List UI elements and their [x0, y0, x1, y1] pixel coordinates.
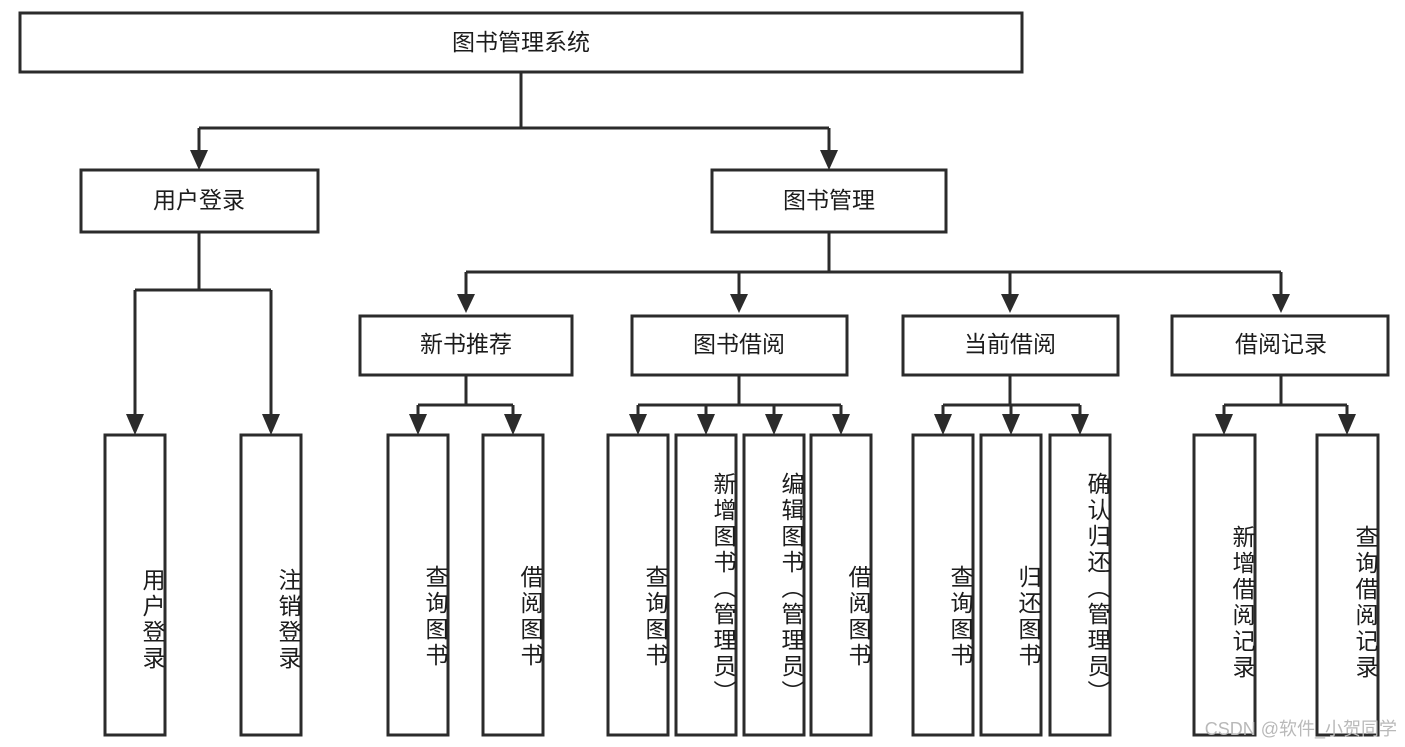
node-borrow-record-label: 借阅记录 [1235, 331, 1327, 357]
leaf-box-borrowrecord-2[interactable] [1315, 433, 1380, 737]
node-book-borrow-box[interactable] [630, 314, 849, 377]
node-book-manage-label: 图书管理 [783, 187, 875, 213]
arrowhead-bookborrow-leaf-1 [629, 414, 647, 435]
arrowhead-borrow-record [1272, 294, 1290, 313]
node-new-book-recommend-label: 新书推荐 [420, 331, 512, 357]
node-new-book-recommend[interactable]: 新书推荐 [358, 314, 574, 377]
arrowhead-leaf-user-login-2 [262, 414, 280, 435]
arrowhead-book-borrow [730, 294, 748, 313]
node-root[interactable]: 图书管理系统 [18, 11, 1024, 74]
node-book-manage-box[interactable] [710, 168, 948, 234]
node-root-box[interactable] [18, 11, 1024, 74]
arrowhead-new-book [457, 294, 475, 313]
node-book-manage[interactable]: 图书管理 [710, 168, 948, 234]
leaf-box-bookborrow-2[interactable] [674, 433, 738, 737]
arrowhead-currentborrow-leaf-3 [1071, 414, 1089, 435]
arrowhead-current-borrow [1001, 294, 1019, 313]
node-user-login-label: 用户登录 [153, 187, 245, 213]
leaf-box-bookborrow-1[interactable] [606, 433, 670, 737]
node-current-borrow[interactable]: 当前借阅 [901, 314, 1120, 377]
watermark-text: CSDN @软件_小贺同学 [1204, 719, 1397, 739]
leaf-box-currentborrow-3[interactable] [1048, 433, 1112, 737]
arrowhead-bookborrow-leaf-3 [765, 414, 783, 435]
node-root-label: 图书管理系统 [452, 29, 590, 55]
node-book-borrow-label: 图书借阅 [693, 331, 785, 357]
arrowhead-bookborrow-leaf-4 [832, 414, 850, 435]
leaf-box-newbook-2[interactable] [481, 433, 545, 737]
arrowhead-bookborrow-leaf-2 [697, 414, 715, 435]
node-current-borrow-label: 当前借阅 [964, 331, 1056, 357]
node-borrow-record[interactable]: 借阅记录 [1170, 314, 1390, 377]
node-user-login-box[interactable] [79, 168, 320, 234]
node-new-book-recommend-box[interactable] [358, 314, 574, 377]
arrowhead-newbook-leaf-2 [504, 414, 522, 435]
connector-group [126, 72, 1356, 435]
leaf-box-currentborrow-1[interactable] [911, 433, 975, 737]
leaf-box-borrowrecord-1[interactable] [1192, 433, 1257, 737]
node-book-borrow[interactable]: 图书借阅 [630, 314, 849, 377]
leaf-box-user-login-2[interactable] [239, 433, 303, 737]
node-user-login[interactable]: 用户登录 [79, 168, 320, 234]
arrowhead-book-manage [820, 150, 838, 170]
arrowhead-borrowrecord-leaf-1 [1215, 414, 1233, 435]
leaf-box-currentborrow-2[interactable] [979, 433, 1043, 737]
leaf-box-bookborrow-3[interactable] [742, 433, 806, 737]
leaf-box-newbook-1[interactable] [386, 433, 450, 737]
arrowhead-newbook-leaf-1 [409, 414, 427, 435]
arrowhead-user-login [190, 150, 208, 170]
arrowhead-borrowrecord-leaf-2 [1338, 414, 1356, 435]
leaf-box-user-login-1[interactable] [103, 433, 167, 737]
node-borrow-record-box[interactable] [1170, 314, 1390, 377]
arrowhead-leaf-user-login-1 [126, 414, 144, 435]
leaf-box-bookborrow-4[interactable] [809, 433, 873, 737]
arrowhead-currentborrow-leaf-1 [934, 414, 952, 435]
node-current-borrow-box[interactable] [901, 314, 1120, 377]
arrowhead-currentborrow-leaf-2 [1002, 414, 1020, 435]
